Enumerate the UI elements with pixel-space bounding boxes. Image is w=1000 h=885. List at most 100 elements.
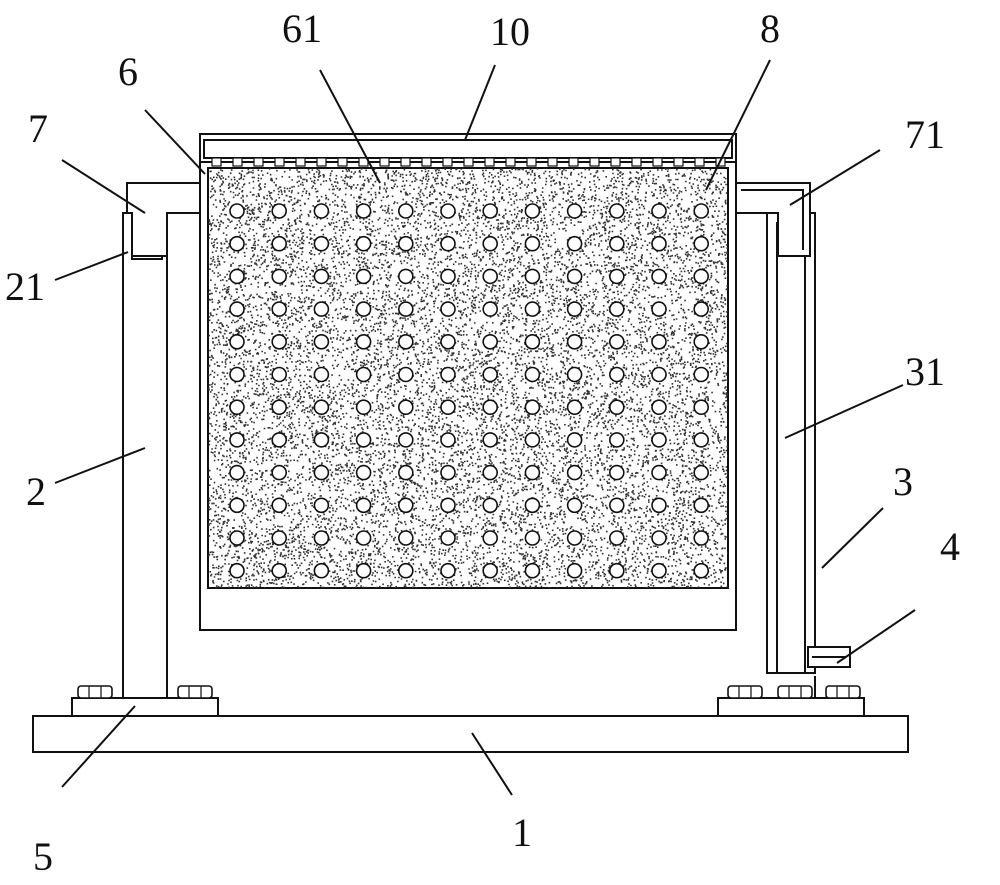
filter-hole xyxy=(482,301,499,317)
filter-hole xyxy=(397,562,414,579)
filter-hole xyxy=(355,203,372,219)
filter-hole xyxy=(566,333,583,350)
spray-nozzle xyxy=(232,157,243,167)
filter-hole xyxy=(566,464,583,481)
filter-hole xyxy=(566,301,583,317)
filter-hole xyxy=(440,464,456,481)
spray-nozzle xyxy=(652,157,663,167)
filter-hole xyxy=(397,268,414,285)
filter-hole xyxy=(651,235,667,252)
filter-hole xyxy=(229,366,245,383)
filter-hole xyxy=(271,399,288,416)
filter-hole xyxy=(482,530,499,546)
filter-hole xyxy=(693,333,710,350)
filter-hole xyxy=(440,432,456,448)
filter-hole xyxy=(229,268,245,285)
spray-nozzle xyxy=(379,157,390,167)
filter-hole xyxy=(693,562,710,579)
filter-hole xyxy=(608,399,625,416)
filter-hole xyxy=(313,203,330,219)
filter-hole xyxy=(482,235,499,252)
filter-hole xyxy=(229,562,245,579)
filter-hole xyxy=(693,399,710,416)
bolt xyxy=(825,685,861,699)
filter-hole xyxy=(524,530,541,546)
filter-hole xyxy=(566,432,583,448)
filter-hole xyxy=(651,530,667,546)
filter-hole xyxy=(524,235,541,252)
filter-hole xyxy=(608,562,625,579)
filter-hole xyxy=(524,432,541,448)
filter-hole xyxy=(566,203,583,219)
filter-hole xyxy=(313,333,330,350)
filter-hole xyxy=(482,203,499,219)
spray-nozzle xyxy=(400,157,411,167)
spray-nozzle xyxy=(295,157,306,167)
filter-hole xyxy=(651,366,667,383)
filter-hole xyxy=(566,562,583,579)
filter-hole xyxy=(693,268,710,285)
spray-nozzle xyxy=(463,157,474,167)
filter-hole xyxy=(313,235,330,252)
filter-hole xyxy=(693,366,710,383)
callout-4: 4 xyxy=(940,524,960,569)
filter-hole xyxy=(693,497,710,514)
filter-hole xyxy=(651,333,667,350)
callout-31: 31 xyxy=(905,349,945,394)
filter-hole xyxy=(693,203,710,219)
filter-hole xyxy=(229,333,245,350)
spray-nozzle xyxy=(631,157,642,167)
callout-21: 21 xyxy=(5,264,45,309)
filter-hole xyxy=(271,268,288,285)
filter-hole xyxy=(355,432,372,448)
filter-hole xyxy=(524,333,541,350)
filter-hole xyxy=(693,432,710,448)
spray-nozzle xyxy=(694,157,705,167)
bolt xyxy=(77,685,113,699)
filter-hole xyxy=(651,497,667,514)
filter-hole xyxy=(271,333,288,350)
filter-hole xyxy=(397,301,414,317)
filter-hole xyxy=(271,203,288,219)
filter-hole xyxy=(229,530,245,546)
base-plate xyxy=(32,715,909,753)
filter-hole xyxy=(229,399,245,416)
filter-hole xyxy=(651,562,667,579)
filter-hole xyxy=(355,530,372,546)
filter-hole xyxy=(482,366,499,383)
filter-hole xyxy=(608,366,625,383)
filter-hole xyxy=(608,333,625,350)
filter-hole xyxy=(524,464,541,481)
filter-hole xyxy=(313,366,330,383)
filter-hole xyxy=(271,432,288,448)
spray-nozzle xyxy=(505,157,516,167)
filter-hole xyxy=(524,301,541,317)
filter-hole xyxy=(355,464,372,481)
filter-hole xyxy=(482,333,499,350)
filter-hole xyxy=(440,301,456,317)
filter-hole xyxy=(693,235,710,252)
filter-hole xyxy=(271,301,288,317)
filter-hole xyxy=(482,268,499,285)
filter-hole xyxy=(440,366,456,383)
filter-hole xyxy=(271,497,288,514)
spray-nozzle xyxy=(589,157,600,167)
left-support-column xyxy=(122,212,168,699)
filter-hole xyxy=(440,562,456,579)
filter-hole xyxy=(566,399,583,416)
mounting-plate-left xyxy=(71,697,219,717)
callout-1: 1 xyxy=(512,810,532,855)
filter-hole xyxy=(313,464,330,481)
filter-hole xyxy=(229,432,245,448)
filter-hole xyxy=(397,333,414,350)
filter-hole xyxy=(271,366,288,383)
filter-hole xyxy=(313,432,330,448)
spray-nozzle xyxy=(337,157,348,167)
filter-hole xyxy=(651,268,667,285)
filter-hole xyxy=(355,366,372,383)
nozzle-row xyxy=(211,157,726,167)
spray-nozzle xyxy=(211,157,222,167)
filter-hole xyxy=(482,399,499,416)
filter-hole xyxy=(608,235,625,252)
